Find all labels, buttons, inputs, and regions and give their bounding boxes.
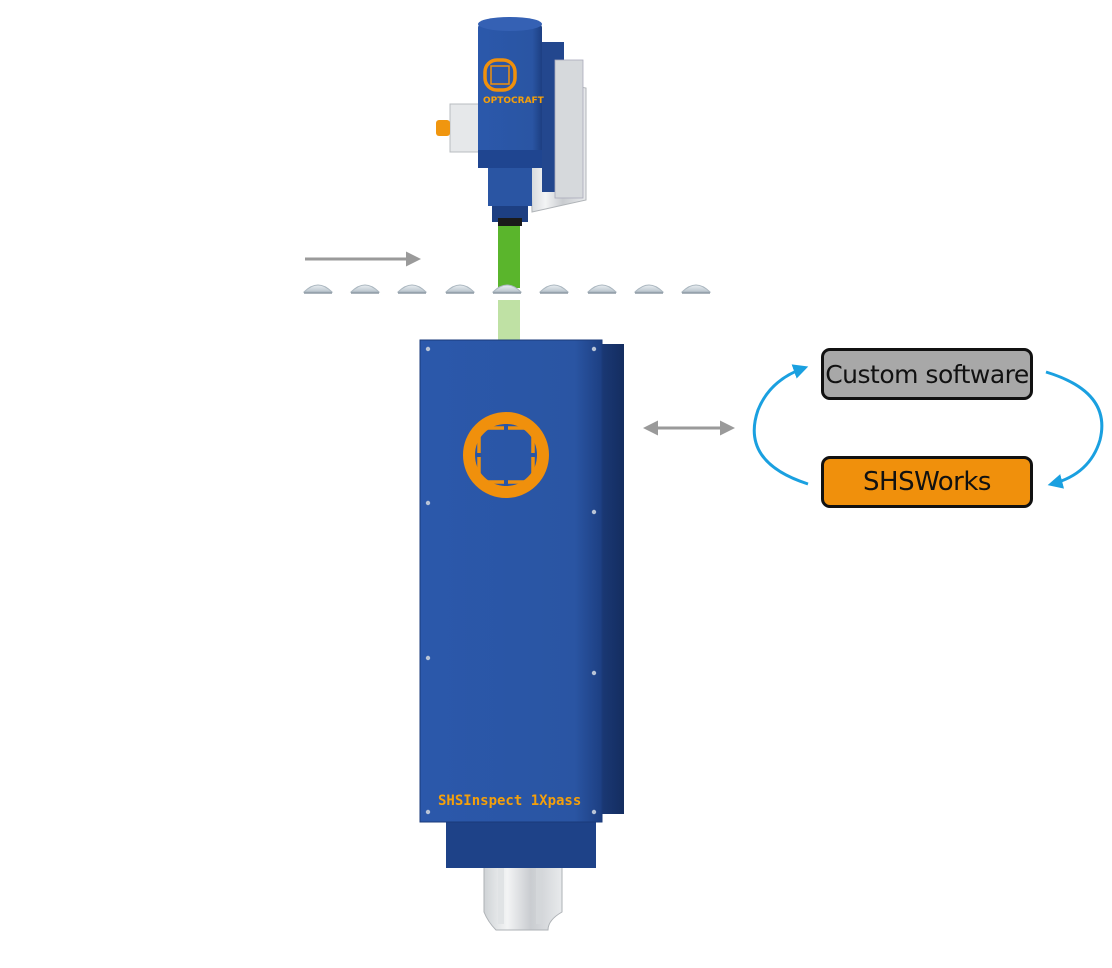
side-block xyxy=(449,103,483,153)
sensor-tube xyxy=(478,18,542,168)
housing-logo xyxy=(463,412,549,498)
measurement-beam-transmitted xyxy=(498,300,520,346)
sensor-head xyxy=(436,17,587,226)
custom-software-box: Custom software xyxy=(821,348,1033,400)
brand-logo xyxy=(483,58,517,92)
inspection-housing xyxy=(419,339,624,931)
lens-icon xyxy=(538,284,570,293)
custom-software-label: Custom software xyxy=(825,359,1029,389)
lens-icon xyxy=(680,284,712,293)
base-rail xyxy=(483,859,563,931)
shsworks-box: SHSWorks xyxy=(821,456,1033,508)
device-name-label: SHSInspect 1Xpass xyxy=(438,793,582,809)
lens-icon xyxy=(302,284,334,293)
lens-icon xyxy=(349,284,381,293)
adjust-knob xyxy=(436,120,450,136)
lens-icon xyxy=(491,284,523,293)
lens-icon xyxy=(586,284,618,293)
brand-text: OPTOCRAFT xyxy=(483,96,544,106)
screws xyxy=(425,346,597,815)
lens-icon xyxy=(633,284,665,293)
lens-icon xyxy=(396,284,428,293)
measurement-beam xyxy=(498,226,520,288)
shsworks-label: SHSWorks xyxy=(863,467,991,497)
lens-row xyxy=(302,284,712,294)
circular-arrows-icon xyxy=(752,364,1104,489)
lens-icon xyxy=(444,284,476,293)
